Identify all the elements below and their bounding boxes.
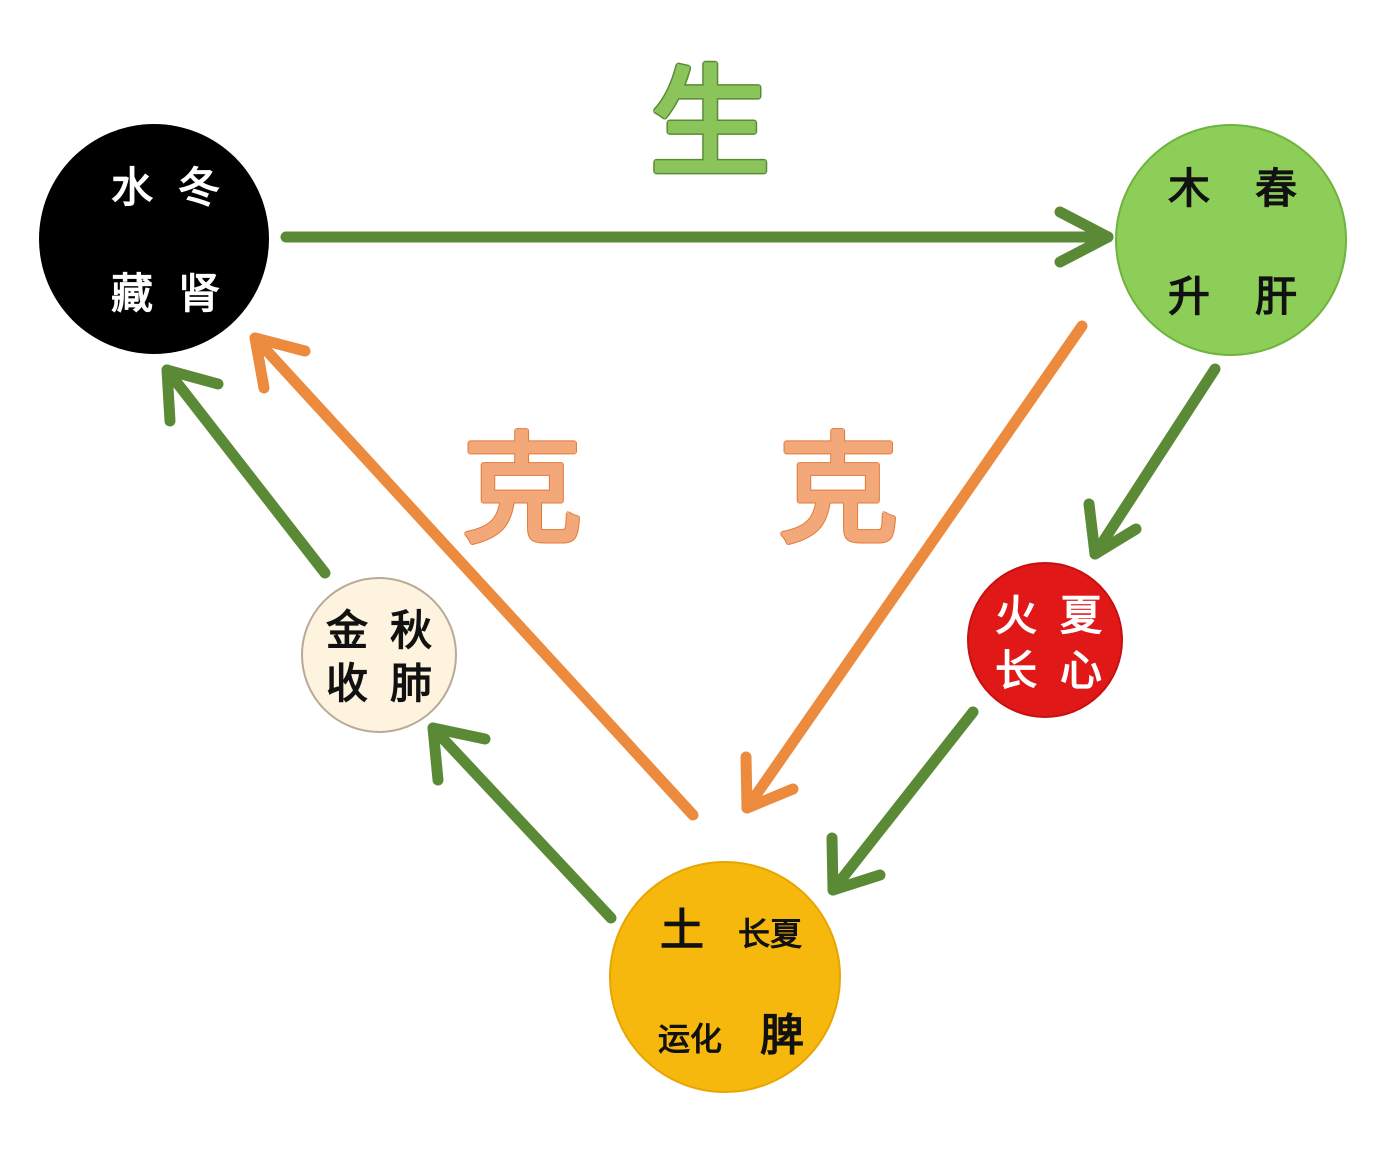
overcome-label-left: 克 — [462, 422, 582, 561]
overcome-arrow-wood-to-earth — [740, 320, 1088, 814]
overcome-label-right: 克 — [778, 422, 898, 561]
wood-element: 木 — [1168, 164, 1210, 213]
water-element: 水 — [111, 163, 154, 212]
node-wood: 木 春 升 肝 — [1115, 124, 1347, 356]
fire-season: 夏 — [1060, 591, 1103, 640]
fire-organ: 心 — [1060, 646, 1102, 695]
earth-function: 运化 — [658, 1020, 722, 1058]
node-earth: 土 长夏 运化 脾 — [609, 861, 841, 1093]
metal-element: 金 — [325, 606, 369, 655]
water-season: 冬 — [178, 163, 220, 212]
fire-element: 火 — [995, 591, 1037, 640]
generate-arrow-metal-to-water — [161, 364, 331, 579]
wood-organ: 肝 — [1255, 272, 1297, 321]
generate-arrow-earth-to-metal — [427, 722, 617, 924]
earth-organ: 脾 — [760, 1010, 804, 1061]
node-fire: 火 夏 长 心 — [967, 562, 1123, 718]
metal-season: 秋 — [390, 606, 432, 655]
node-water: 水 冬 藏 肾 — [39, 124, 269, 354]
metal-organ: 肺 — [390, 659, 432, 708]
water-function: 藏 — [111, 269, 153, 318]
earth-element: 土 — [660, 905, 704, 956]
generate-arrow-wood-to-fire — [1083, 363, 1221, 560]
generate-label: 生 — [650, 55, 770, 194]
wood-season: 春 — [1255, 164, 1297, 213]
generate-arrow-water-to-wood — [280, 206, 1114, 268]
node-metal: 金 秋 收 肺 — [301, 577, 457, 733]
earth-season: 长夏 — [738, 915, 803, 953]
water-organ: 肾 — [178, 269, 220, 318]
generate-arrow-fire-to-earth — [826, 706, 979, 896]
overcome-arrow-earth-to-water — [249, 332, 699, 821]
wood-function: 升 — [1168, 272, 1210, 321]
fire-function: 长 — [995, 646, 1037, 695]
metal-function: 收 — [326, 659, 368, 708]
